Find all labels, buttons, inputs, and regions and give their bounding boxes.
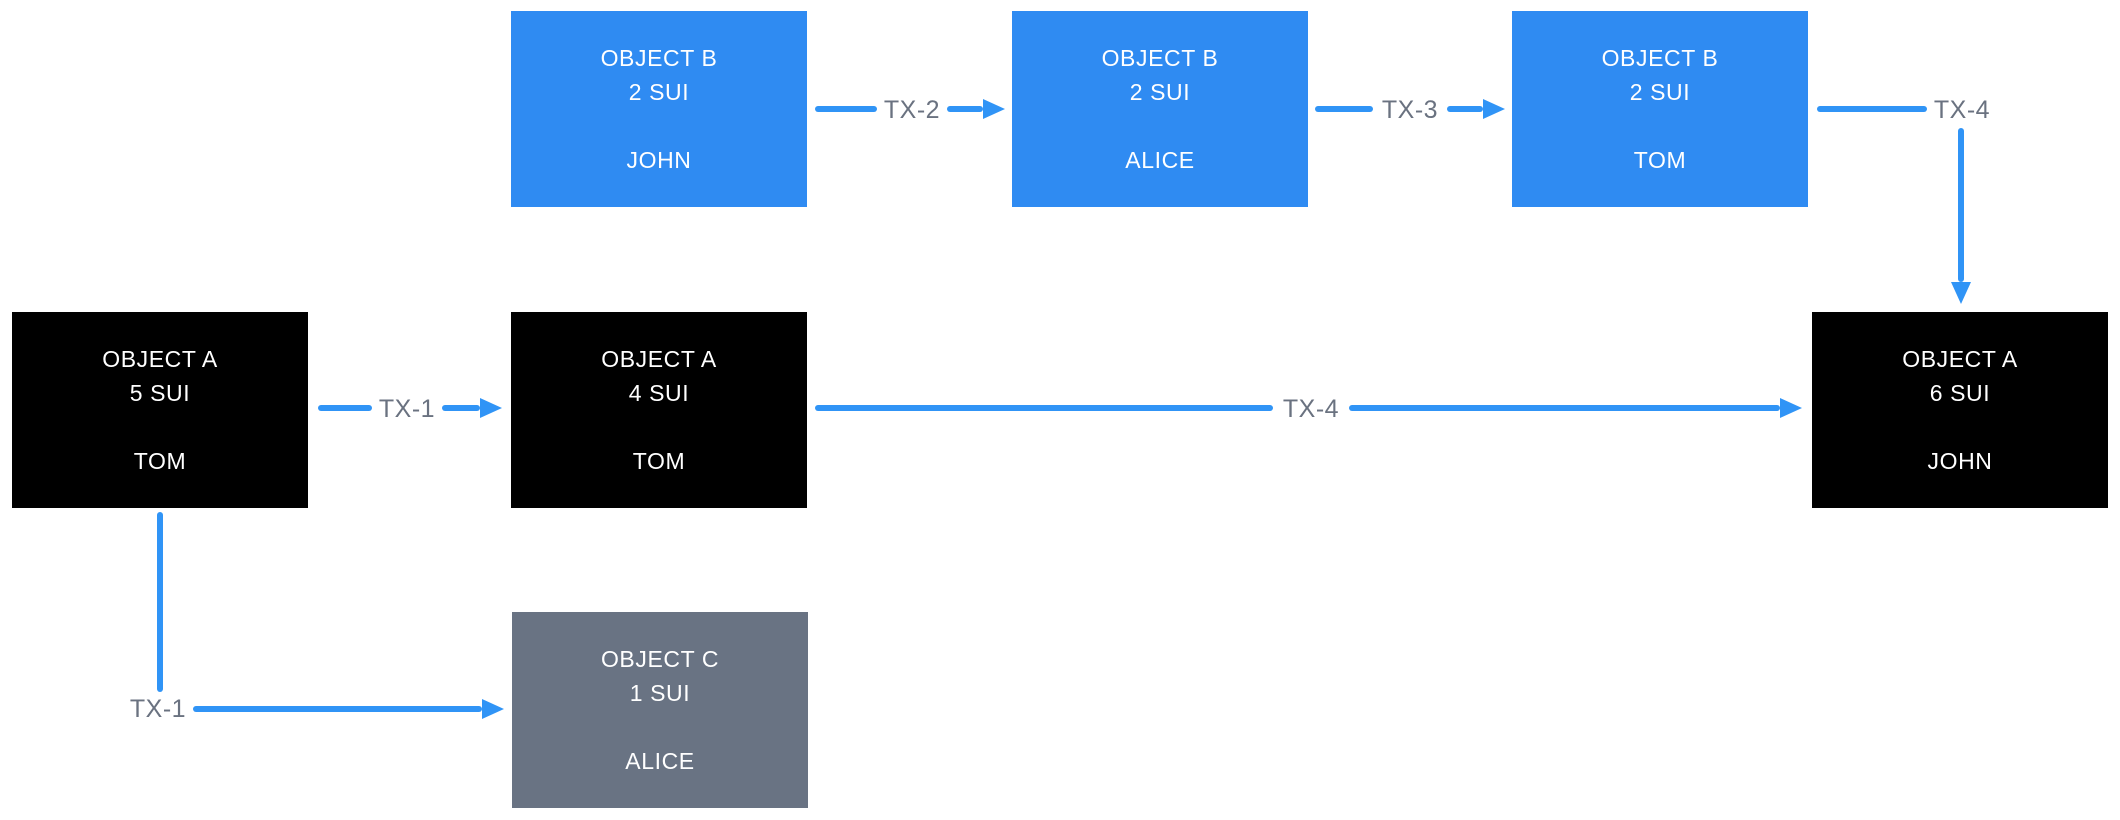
- node-object-b-john: OBJECT B 2 SUI JOHN: [511, 11, 807, 207]
- edge-label: TX-4: [1282, 395, 1340, 423]
- node-owner: JOHN: [626, 147, 692, 173]
- node-object-b-tom: OBJECT B 2 SUI TOM: [1512, 11, 1808, 207]
- arrow-head: [983, 99, 1005, 119]
- node-amount: 2 SUI: [1629, 79, 1691, 105]
- node-amount: 5 SUI: [129, 380, 191, 406]
- node-owner: TOM: [133, 448, 187, 474]
- arrow-line: [1349, 405, 1780, 411]
- node-title: OBJECT A: [601, 346, 717, 372]
- node-object-a-6sui-john: OBJECT A 6 SUI JOHN: [1812, 312, 2108, 508]
- node-title: OBJECT B: [1101, 45, 1219, 71]
- node-owner: ALICE: [1125, 147, 1195, 173]
- arrow-head: [1483, 99, 1505, 119]
- node-amount: 4 SUI: [628, 380, 690, 406]
- node-owner: TOM: [1633, 147, 1687, 173]
- node-owner: TOM: [632, 448, 686, 474]
- arrow-line: [1817, 106, 1927, 112]
- node-amount: 2 SUI: [628, 79, 690, 105]
- arrow-head: [1780, 398, 1802, 418]
- edge-label: TX-1: [378, 395, 436, 423]
- node-owner: JOHN: [1927, 448, 1993, 474]
- node-object-c-alice: OBJECT C 1 SUI ALICE: [512, 612, 808, 808]
- arrow-line: [318, 405, 372, 411]
- arrow-head: [480, 398, 502, 418]
- edge-label: TX-3: [1381, 96, 1439, 124]
- arrow-line: [193, 706, 482, 712]
- node-title: OBJECT B: [1601, 45, 1719, 71]
- edge-label: TX-1: [129, 695, 187, 723]
- node-object-b-alice: OBJECT B 2 SUI ALICE: [1012, 11, 1308, 207]
- node-object-a-4sui-tom: OBJECT A 4 SUI TOM: [511, 312, 807, 508]
- arrow-head: [482, 699, 504, 719]
- node-title: OBJECT A: [1902, 346, 2018, 372]
- arrow-line: [1315, 106, 1373, 112]
- node-title: OBJECT A: [102, 346, 218, 372]
- arrow-line: [1447, 106, 1483, 112]
- node-amount: 1 SUI: [629, 680, 691, 706]
- arrow-line: [815, 106, 877, 112]
- node-title: OBJECT B: [600, 45, 718, 71]
- node-object-a-5sui-tom: OBJECT A 5 SUI TOM: [12, 312, 308, 508]
- node-amount: 2 SUI: [1129, 79, 1191, 105]
- node-title: OBJECT C: [600, 646, 720, 672]
- edge-label: TX-2: [883, 96, 941, 124]
- arrow-line: [157, 512, 163, 692]
- arrow-line: [815, 405, 1273, 411]
- arrow-line: [947, 106, 983, 112]
- arrow-line: [1958, 128, 1964, 282]
- node-amount: 6 SUI: [1929, 380, 1991, 406]
- node-owner: ALICE: [625, 748, 695, 774]
- arrow-head: [1951, 282, 1971, 304]
- arrow-line: [442, 405, 480, 411]
- edge-label: TX-4: [1933, 96, 1991, 124]
